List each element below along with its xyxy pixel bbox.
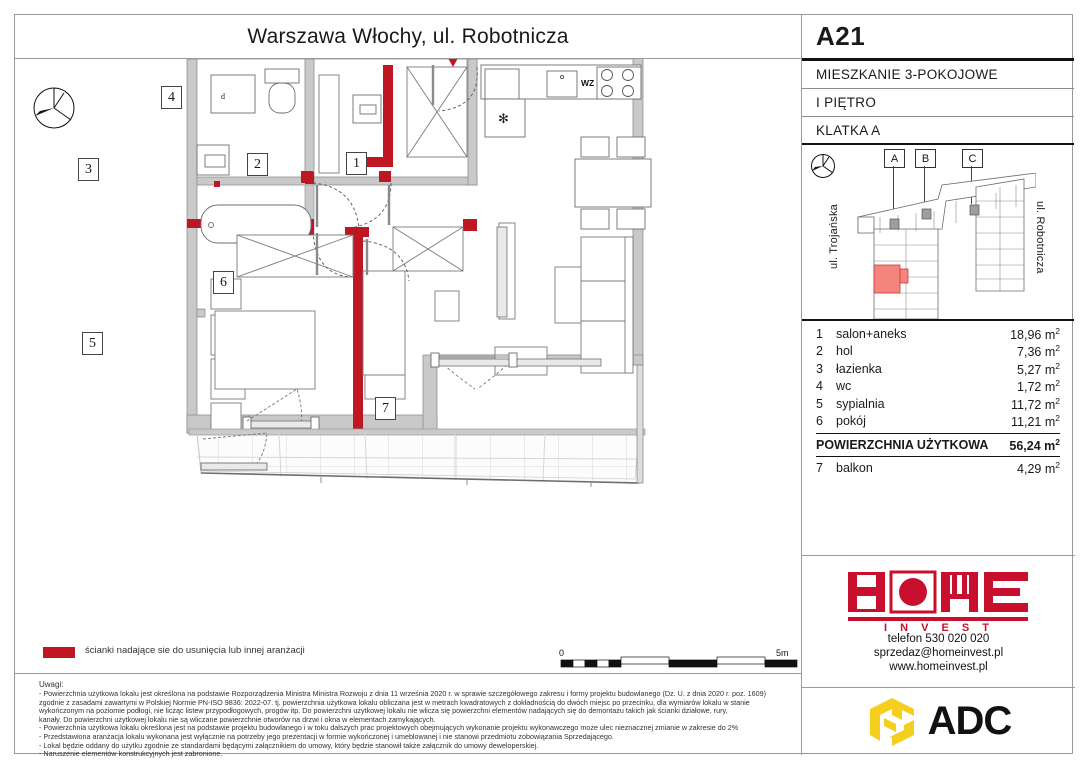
keyplan-highlighted-unit (873, 264, 909, 294)
unit-staircase-row: KLATKA A (802, 117, 1074, 145)
page-title-text: Warszawa Włochy, ul. Robotnicza (247, 24, 569, 48)
legend-no: 2 (816, 344, 823, 359)
apartment-plan-svg: d (186, 48, 652, 487)
legend-row: 7 balkon 4,29 m2 (816, 459, 1060, 477)
adc-wordmark: ADC (927, 699, 1013, 743)
building-key-plan: A B C ul. Trojańska ul. Robotnicza (802, 145, 1074, 321)
note-line: - Powierzchnia użytkowa lokalu jest okre… (39, 689, 766, 698)
legend-name: hol (836, 344, 853, 359)
unit-staircase-text: KLATKA A (816, 122, 881, 138)
legend-name: wc (836, 379, 852, 394)
note-line: - Naruszenie elementów konstrukcyjnych j… (39, 749, 223, 759)
scale-bar: 0 5m (559, 648, 798, 668)
note-line: wykończonym na poziomie podłogi, nie lic… (39, 706, 728, 716)
window-living (496, 226, 508, 318)
keyplan-building-outline (857, 173, 1036, 319)
compass-rose-icon (33, 87, 75, 129)
legend-name: pokój (836, 414, 866, 429)
room-tag-4: 4 (161, 86, 182, 109)
note-line: - Przedstawiona aranżacja lokalu wykonan… (39, 731, 614, 741)
legend-name: łazienka (836, 361, 882, 376)
unit-code: A21 (802, 15, 1074, 61)
legend-no: 6 (816, 414, 823, 429)
legend-no: 5 (816, 396, 823, 411)
wardrobe-label: d (221, 92, 225, 101)
room-legend-table: 1 salon+aneks 18,96 m2 2 hol 7,36 m2 3 ł… (802, 321, 1074, 477)
note-line: zgodnie z zasadami zawartymi w Polskiej … (39, 697, 750, 707)
legend-name: sypialnia (836, 396, 885, 411)
removable-wall-label: ścianki nadające sie do usunięcia lub in… (85, 645, 305, 656)
plan-legend-strip: ścianki nadające sie do usunięcia lub in… (15, 635, 801, 675)
street-label-left: ul. Trojańska (828, 204, 840, 269)
legend-area: 11,21 m2 (1011, 413, 1060, 430)
unit-code-text: A21 (816, 21, 866, 51)
room-tag-1: 1 (346, 152, 367, 175)
entrance-arrow-icon (443, 49, 463, 67)
legend-row: 2 hol 7,36 m2 (816, 343, 1060, 361)
legend-row: 6 pokój 11,21 m2 (816, 413, 1060, 431)
keyplan-tag-a: A (884, 149, 905, 168)
keyplan-tag-b: B (915, 149, 936, 168)
unit-floor-row: I PIĘTRO (802, 89, 1074, 117)
legend-row: 5 sypialnia 11,72 m2 (816, 395, 1060, 413)
room-tag-2: 2 (247, 153, 268, 176)
adc-cube-icon (869, 697, 914, 746)
unit-floor-text: I PIĘTRO (816, 95, 877, 110)
legend-row: 3 łazienka 5,27 m2 (816, 360, 1060, 378)
legend-no: 7 (816, 460, 823, 475)
contact-phone: telefon 530 020 020 (887, 632, 990, 645)
window-room6 (434, 358, 514, 367)
scale-min-label: 0 (559, 648, 564, 658)
room-tag-6: 6 (213, 271, 234, 294)
legend-area: 1,72 m2 (1017, 378, 1060, 395)
room-tag-3: 3 (78, 158, 99, 181)
legend-area: 18,96 m2 (1010, 325, 1060, 342)
floor-plan-drawing: d (15, 48, 801, 635)
unit-type-text: MIESZKANIE 3-POKOJOWE (816, 67, 998, 82)
info-panel: A21 MIESZKANIE 3-POKOJOWE I PIĘTRO KLATK… (801, 15, 1075, 755)
plan-sheet: Warszawa Włochy, ul. Robotnicza (14, 14, 1075, 758)
unit-type-row: MIESZKANIE 3-POKOJOWE (802, 61, 1074, 89)
note-line: - Lokal będzie oddany do użytku zgodnie … (39, 740, 539, 750)
invest-word: I N V E S T (883, 622, 993, 632)
notes-title: Uwagi: (39, 680, 64, 689)
fridge-icon: ✻ (498, 111, 509, 126)
keyplan-compass-icon (811, 154, 835, 178)
legend-name: balkon (836, 460, 873, 475)
legend-name: salon+aneks (836, 326, 907, 341)
legend-area: 5,27 m2 (1017, 360, 1060, 377)
room-tag-7: 7 (375, 397, 396, 420)
home-invest-logo: I N V E S T (847, 570, 1028, 632)
removable-wall-swatch (43, 647, 75, 658)
legend-row: 1 salon+aneks 18,96 m2 (816, 325, 1060, 343)
washer-label: WZ (581, 78, 594, 88)
brand-block: I N V E S T telefon 530 020 020 sprzedaz… (802, 555, 1075, 687)
adc-block: ADC (802, 687, 1075, 755)
window-bedroom (246, 420, 316, 429)
legend-area: 4,29 m2 (1017, 459, 1060, 476)
contact-website[interactable]: www.homeinvest.pl (889, 660, 988, 673)
legend-row: 4 wc 1,72 m2 (816, 378, 1060, 396)
notes-block: Uwagi: - Powierzchnia użytkowa lokalu je… (15, 673, 801, 758)
legend-no: 3 (816, 361, 823, 376)
note-line: kanały. Do powierzchni użytkowej lokalu … (39, 714, 436, 724)
contact-email[interactable]: sprzedaz@homeinvest.pl (873, 646, 1004, 659)
page-title: Warszawa Włochy, ul. Robotnicza (15, 15, 801, 59)
legend-area: 7,36 m2 (1017, 343, 1060, 360)
legend-no: 4 (816, 379, 823, 394)
legend-total-row: POWIERZCHNIA UŻYTKOWA 56,24 m2 (816, 433, 1060, 457)
legend-area: 11,72 m2 (1011, 395, 1060, 412)
room-tag-5: 5 (82, 332, 103, 355)
legend-total-area: 56,24 m2 (1009, 436, 1060, 454)
legend-total-label: POWIERZCHNIA UŻYTKOWA (816, 438, 989, 452)
scale-max-label: 5m (776, 648, 789, 658)
legend-no: 1 (816, 326, 823, 341)
keyplan-tag-c: C (962, 149, 983, 168)
note-line: - Powierzchnia użytkowa lokalu określona… (39, 723, 739, 733)
